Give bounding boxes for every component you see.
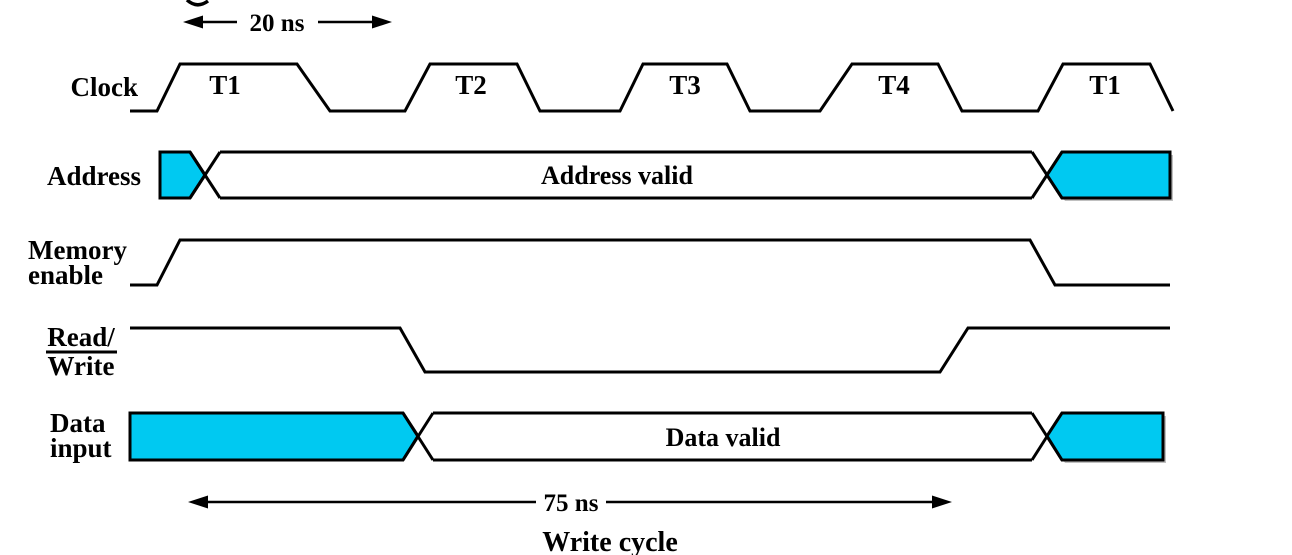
phase-label-t4: T4 [878,70,910,100]
clock-waveform [130,62,1175,113]
clock-row: Clock T1 T2 T3 T4 T1 [71,62,1175,113]
read-write-label-line1: Read/ [47,322,115,352]
data-input-label-line1: Data [50,408,106,438]
clock-period-dimension: 20 ns [183,10,392,37]
memory-enable-label-line1: Memory [28,235,127,265]
data-crossover-left [401,412,435,461]
data-input-row: Data input Data valid [50,408,1166,463]
phase-label-t2: T2 [455,70,487,100]
address-unknown-right [1045,150,1172,200]
memory-enable-label-line2: enable [28,260,103,290]
write-cycle-dimension: 75 ns [188,490,952,517]
memory-enable-row: Memory enable [28,235,1170,290]
data-valid-label: Data valid [666,423,781,452]
arrow-left-icon [183,15,203,29]
arrow-left-icon [188,495,208,509]
read-write-label-line2: Write [48,351,115,381]
data-unknown-left [128,411,420,462]
read-write-row: Read/ Write [46,322,1170,381]
phase-label-t1b: T1 [1089,70,1121,100]
memory-enable-waveform [130,238,1170,287]
arrow-right-icon [372,15,392,29]
arrow-right-icon [932,495,952,509]
address-unknown-left [158,150,207,200]
clock-row-label: Clock [71,72,139,102]
address-row-label: Address [47,161,141,191]
phase-label-t3: T3 [669,70,701,100]
clock-period-label: 20 ns [250,10,305,37]
address-row: Address Address valid [47,150,1173,201]
data-unknown-right [1045,411,1165,462]
data-input-label-line2: input [50,433,112,463]
figure-caption: Write cycle [542,527,678,555]
read-write-waveform [130,326,1170,374]
cropped-caption-fragment [185,0,210,7]
write-cycle-time-label: 75 ns [544,490,599,517]
address-crossover-left [188,151,222,199]
address-valid-label: Address valid [541,161,693,190]
phase-label-t1: T1 [209,70,241,100]
